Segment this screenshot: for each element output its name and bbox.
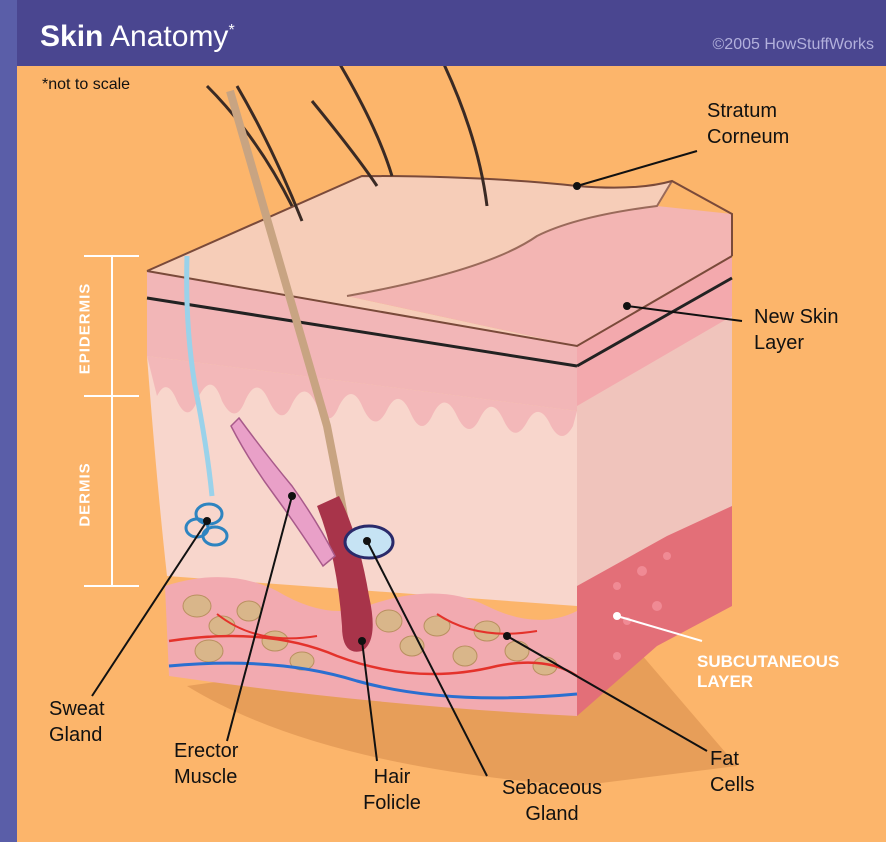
sebaceous-gland-line1: Sebaceous [487,775,617,801]
hair-folicle-label: Hair Folicle [347,764,437,816]
sebaceous-gland-line2: Gland [487,801,617,827]
subcutaneous-label: SUBCUTANEOUS LAYER [697,652,839,692]
not-to-scale-note: *not to scale [42,76,130,94]
new-skin-layer-line1: New Skin [754,304,838,330]
hair-folicle-line1: Hair [347,764,437,790]
stratum-corneum-label: Stratum Corneum [707,98,789,150]
stratum-corneum-line2: Corneum [707,124,789,150]
fat-cells-line2: Cells [710,772,754,798]
new-skin-layer-line2: Layer [754,330,838,356]
title-bold: Skin [40,20,103,53]
sweat-gland-line1: Sweat [49,696,105,722]
erector-muscle-line2: Muscle [174,764,238,790]
copyright-notice: ©2005 HowStuffWorks [713,36,875,54]
erector-muscle-label: Erector Muscle [174,738,238,790]
sweat-gland-line2: Gland [49,722,105,748]
stratum-corneum-line1: Stratum [707,98,789,124]
title-rest: Anatomy [103,20,228,53]
figure-title: Skin Anatomy* [40,20,235,54]
fat-cells-line1: Fat [710,746,754,772]
erector-muscle-line1: Erector [174,738,238,764]
subcutaneous-line2: LAYER [697,672,839,692]
hair-folicle-line2: Folicle [347,790,437,816]
sebaceous-gland-label: Sebaceous Gland [487,775,617,827]
new-skin-layer-label: New Skin Layer [754,304,838,356]
subcutaneous-line1: SUBCUTANEOUS [697,652,839,672]
title-bar: Skin Anatomy* ©2005 HowStuffWorks [17,0,886,66]
dermis-label: DERMIS [77,455,94,535]
skin-cross-section-diagram [17,66,886,842]
epidermis-label: EPIDERMIS [77,279,94,379]
title-mark: * [228,22,234,39]
diagram-panel: EPIDERMIS DERMIS SUBCUTANEOUS LAYER Stra… [17,66,886,842]
sweat-gland-label: Sweat Gland [49,696,105,748]
subcutaneous-dot [613,612,621,620]
fat-cells-label: Fat Cells [710,746,754,798]
